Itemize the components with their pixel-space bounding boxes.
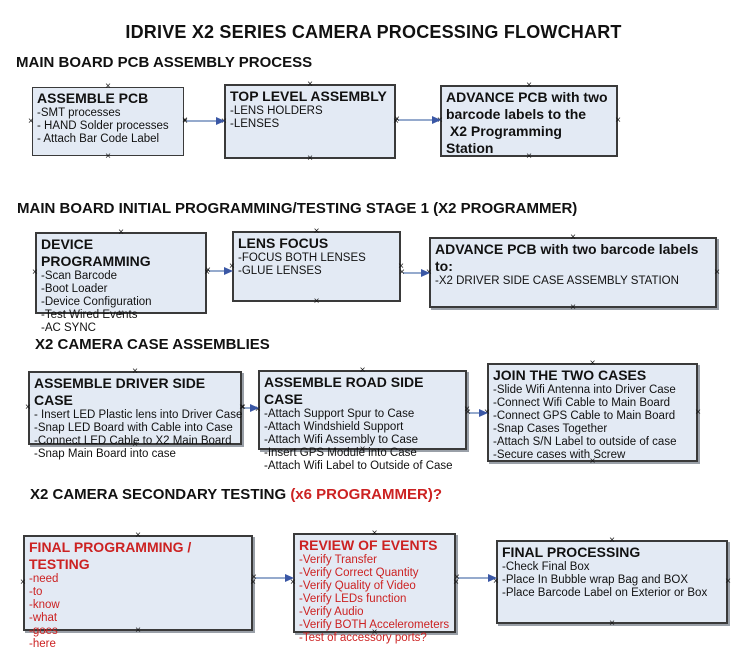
flow-box-assemble-driver-side-case[interactable]: ASSEMBLE DRIVER SIDE CASE - Insert LED P… bbox=[25, 367, 245, 461]
section-heading-secondary-testing: X2 CAMERA SECONDARY TESTING (x6 PROGRAMM… bbox=[30, 486, 442, 503]
box-title: TOP LEVEL ASSEMBLY bbox=[230, 88, 387, 104]
flow-arrow bbox=[182, 116, 225, 126]
box-item: -Place Barcode Label on Exterior or Box bbox=[502, 587, 708, 599]
flow-box-top-level-assembly[interactable]: TOP LEVEL ASSEMBLY -LENS HOLDERS -LENSES… bbox=[221, 80, 399, 164]
box-item: -Boot Loader bbox=[41, 283, 108, 295]
flow-arrow bbox=[240, 403, 259, 413]
box-item: - Attach Bar Code Label bbox=[37, 133, 160, 145]
box-item: -Attach Windshield Support bbox=[264, 421, 404, 433]
box-item: -Verify Audio bbox=[299, 606, 364, 618]
flow-box-final-processing[interactable]: FINAL PROCESSING -Check Final Box -Place… bbox=[493, 536, 731, 629]
box-item: -know bbox=[29, 599, 60, 611]
connection-handle: × bbox=[714, 266, 720, 278]
box-item: -Connect GPS Cable to Main Board bbox=[493, 410, 676, 422]
box-title: FINAL PROCESSING bbox=[502, 544, 641, 560]
box-item: -Snap Main Board into case bbox=[34, 448, 176, 460]
connection-handle: × bbox=[725, 576, 731, 587]
box-title: JOIN THE TWO CASES bbox=[493, 367, 647, 383]
box-item: -Snap Cases Together bbox=[493, 423, 608, 435]
box-item: -Check Final Box bbox=[502, 561, 590, 573]
box-item: -Verify Correct Quantity bbox=[299, 567, 419, 579]
connection-handle: × bbox=[570, 302, 576, 313]
section-heading-secondary-testing-label: X2 CAMERA SECONDARY TESTING bbox=[30, 486, 291, 503]
flow-box-assemble-road-side-case[interactable]: ASSEMBLE ROAD SIDE CASE -Attach Support … bbox=[255, 366, 470, 473]
box-title: LENS FOCUS bbox=[238, 235, 329, 251]
flow-arrow bbox=[399, 268, 430, 278]
connection-handle: × bbox=[20, 577, 26, 588]
flow-box-assemble-pcb[interactable]: ASSEMBLE PCB -SMT processes - HAND Solde… bbox=[28, 82, 188, 162]
box-item: -Snap LED Board with Cable into Case bbox=[34, 422, 233, 434]
connection-handle: × bbox=[28, 115, 34, 127]
box-item: -Attach Wifi Assembly to Case bbox=[264, 434, 419, 446]
connection-handle: × bbox=[307, 153, 313, 164]
box-item: -LENSES bbox=[230, 118, 280, 130]
flow-box-join-the-two-cases[interactable]: JOIN THE TWO CASES -Slide Wifi Antenna i… bbox=[484, 359, 701, 467]
flow-box-final-programming-testing[interactable]: FINAL PROGRAMMING / TESTING -need -to -k… bbox=[20, 531, 256, 651]
box-item: -Attach Wifi Label to Outside of Case bbox=[264, 460, 453, 472]
box-title: ADVANCE PCB with two barcode labels to: bbox=[435, 241, 703, 274]
flow-arrow bbox=[454, 573, 497, 583]
section-heading-case-assemblies: X2 CAMERA CASE ASSEMBLIES bbox=[35, 336, 270, 353]
box-item: -Connect Wifi Cable to Main Board bbox=[493, 397, 671, 409]
box-item: -to bbox=[29, 586, 43, 598]
section-heading-programmer-question: (x6 PROGRAMMER)? bbox=[290, 486, 442, 503]
box-item: -Scan Barcode bbox=[41, 270, 118, 282]
connection-handle: × bbox=[615, 115, 621, 126]
flow-box-lens-focus[interactable]: LENS FOCUS -FOCUS BOTH LENSES -GLUE LENS… bbox=[229, 227, 404, 307]
box-item: -Slide Wifi Antenna into Driver Case bbox=[493, 384, 676, 396]
box-item: -SMT processes bbox=[37, 107, 121, 119]
box-item: -X2 DRIVER SIDE CASE ASSEMBLY STATION bbox=[435, 275, 679, 287]
box-title: ADVANCE PCB with two barcode labels to t… bbox=[446, 89, 608, 156]
box-title: REVIEW OF EVENTS bbox=[299, 537, 438, 553]
box-item: -Insert GPS Module into Case bbox=[264, 447, 417, 459]
connection-handle: × bbox=[609, 618, 615, 629]
box-item: -Place In Bubble wrap Bag and BOX bbox=[502, 574, 689, 586]
box-item: -here bbox=[29, 638, 56, 650]
section-heading-pcb-assembly: MAIN BOARD PCB ASSEMBLY PROCESS bbox=[16, 54, 313, 71]
box-item: -LENS HOLDERS bbox=[230, 105, 323, 117]
connection-handle: × bbox=[32, 267, 38, 278]
flow-box-device-programming[interactable]: DEVICE PROGRAMMING -Scan Barcode -Boot L… bbox=[32, 228, 210, 335]
flow-arrow bbox=[465, 408, 488, 418]
connection-handle: × bbox=[25, 402, 31, 413]
flow-arrow bbox=[251, 573, 294, 583]
flow-arrow bbox=[205, 266, 233, 276]
box-title: ASSEMBLE PCB bbox=[37, 90, 149, 106]
box-item: -Secure cases with Screw bbox=[493, 449, 626, 461]
box-item: -need bbox=[29, 573, 59, 585]
box-title: ASSEMBLE ROAD SIDE CASE bbox=[264, 374, 428, 407]
flow-box-review-of-events[interactable]: REVIEW OF EVENTS -Verify Transfer -Verif… bbox=[290, 529, 459, 645]
flow-arrow bbox=[394, 115, 441, 125]
box-item: -GLUE LENSES bbox=[238, 265, 322, 277]
box-title: DEVICE PROGRAMMING bbox=[41, 236, 151, 269]
box-item: -goes bbox=[29, 625, 58, 637]
connection-handle: × bbox=[313, 296, 320, 307]
box-title: FINAL PROGRAMMING / TESTING bbox=[29, 539, 196, 572]
flow-box-advance-pcb-programming-station[interactable]: ADVANCE PCB with two barcode labels to t… bbox=[437, 81, 621, 162]
box-item: -Attach Support Spur to Case bbox=[264, 408, 415, 420]
page-title: IDRIVE X2 SERIES CAMERA PROCESSING FLOWC… bbox=[125, 22, 622, 42]
box-item: -Connect LED Cable to X2 Main Board bbox=[34, 435, 232, 447]
box-item: -FOCUS BOTH LENSES bbox=[238, 252, 366, 264]
box-item: - HAND Solder processes bbox=[37, 120, 169, 132]
flow-box-advance-pcb-driver-side[interactable]: ADVANCE PCB with two barcode labels to: … bbox=[426, 233, 720, 313]
box-item-overflow: -Test of accessory ports? bbox=[299, 632, 427, 644]
box-item: -Attach S/N Label to outside of case bbox=[493, 436, 677, 448]
box-title: ASSEMBLE DRIVER SIDE CASE bbox=[34, 375, 210, 408]
connection-handle: × bbox=[695, 406, 701, 418]
box-item: -AC SYNC bbox=[41, 322, 96, 334]
box-item: -Verify Quality of Video bbox=[299, 580, 416, 592]
box-item: -Verify BOTH Accelerometers bbox=[299, 619, 450, 631]
section-heading-initial-programming: MAIN BOARD INITIAL PROGRAMMING/TESTING S… bbox=[17, 200, 578, 217]
box-item: -what bbox=[29, 612, 58, 624]
box-item: - Insert LED Plastic lens into Driver Ca… bbox=[34, 409, 243, 421]
box-item: -Verify Transfer bbox=[299, 554, 377, 566]
connection-handle: × bbox=[105, 151, 111, 162]
box-item: -Test Wired Events bbox=[41, 309, 138, 321]
box-item: -Verify LEDs function bbox=[299, 593, 407, 605]
box-item: -Device Configuration bbox=[41, 296, 152, 308]
